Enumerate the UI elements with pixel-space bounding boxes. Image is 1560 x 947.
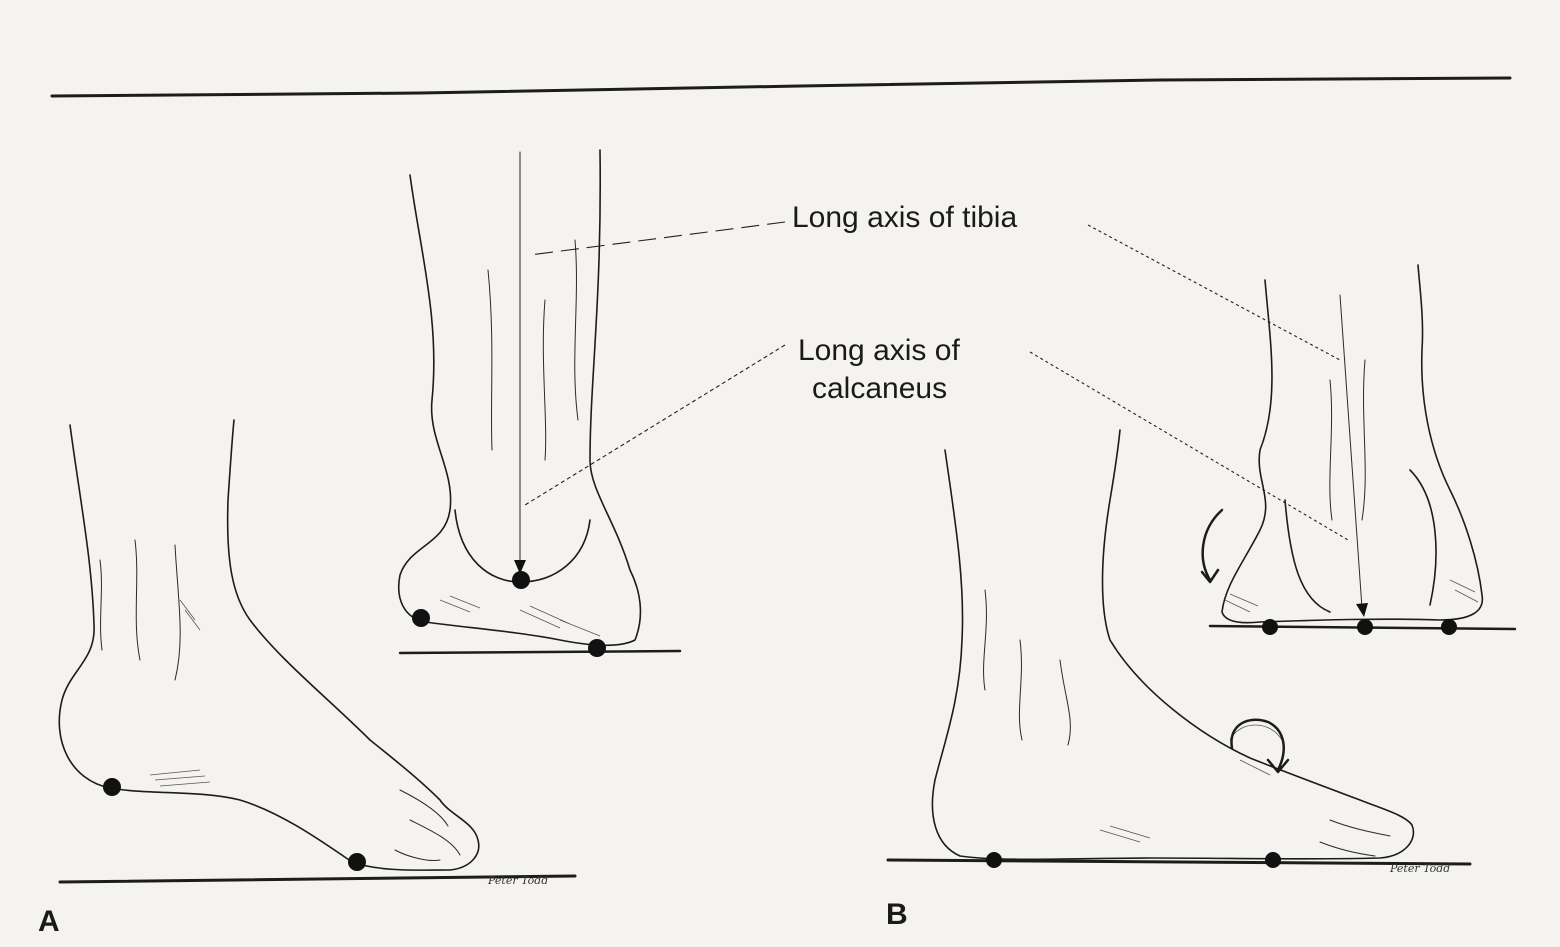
foot-b-rear-view (1202, 265, 1482, 623)
landmark-dot-b-rear-center (1357, 619, 1373, 635)
artist-signature-b: Peter Todd (1390, 862, 1450, 875)
leader-calcaneus-a (525, 345, 785, 505)
ground-line-b (888, 860, 1470, 864)
landmark-dot-b-rear-lateral (1441, 619, 1457, 635)
tibia-axis-arrow-b (1356, 603, 1368, 617)
landmark-dot-a-forefoot (348, 853, 366, 871)
landmark-dot-b-rear-medial (1262, 619, 1278, 635)
landmark-dot-a-rear-lateral (588, 639, 606, 657)
tibia-axis-line-b (1340, 295, 1362, 608)
label-long-axis-of-calcaneus-line2: calcaneus (812, 372, 947, 406)
leader-tibia-a (530, 222, 785, 255)
label-long-axis-of-calcaneus-line1: Long axis of (798, 334, 960, 368)
leader-calcaneus-b (1030, 352, 1348, 540)
ground-line-a-rear (400, 651, 680, 653)
top-rule (52, 78, 1510, 96)
rotation-arrow-b-rear (1202, 510, 1222, 582)
landmark-dot-a-heel (103, 778, 121, 796)
landmark-dot-b-forefoot (1265, 852, 1281, 868)
landmark-dot-a-rear-center (512, 571, 530, 589)
foot-a-lateral-view (59, 420, 478, 870)
landmark-dot-a-rear-medial (412, 609, 430, 627)
rotation-arrow-b-midfoot (1231, 720, 1288, 772)
leader-tibia-b (1088, 225, 1340, 360)
panel-label-a: A (38, 905, 60, 939)
panel-label-b: B (886, 898, 908, 932)
landmark-dot-b-heel (986, 852, 1002, 868)
label-long-axis-of-tibia: Long axis of tibia (792, 201, 1017, 235)
foot-b-lateral-view (932, 430, 1413, 859)
artist-signature-a: Peter Todd (488, 874, 548, 887)
